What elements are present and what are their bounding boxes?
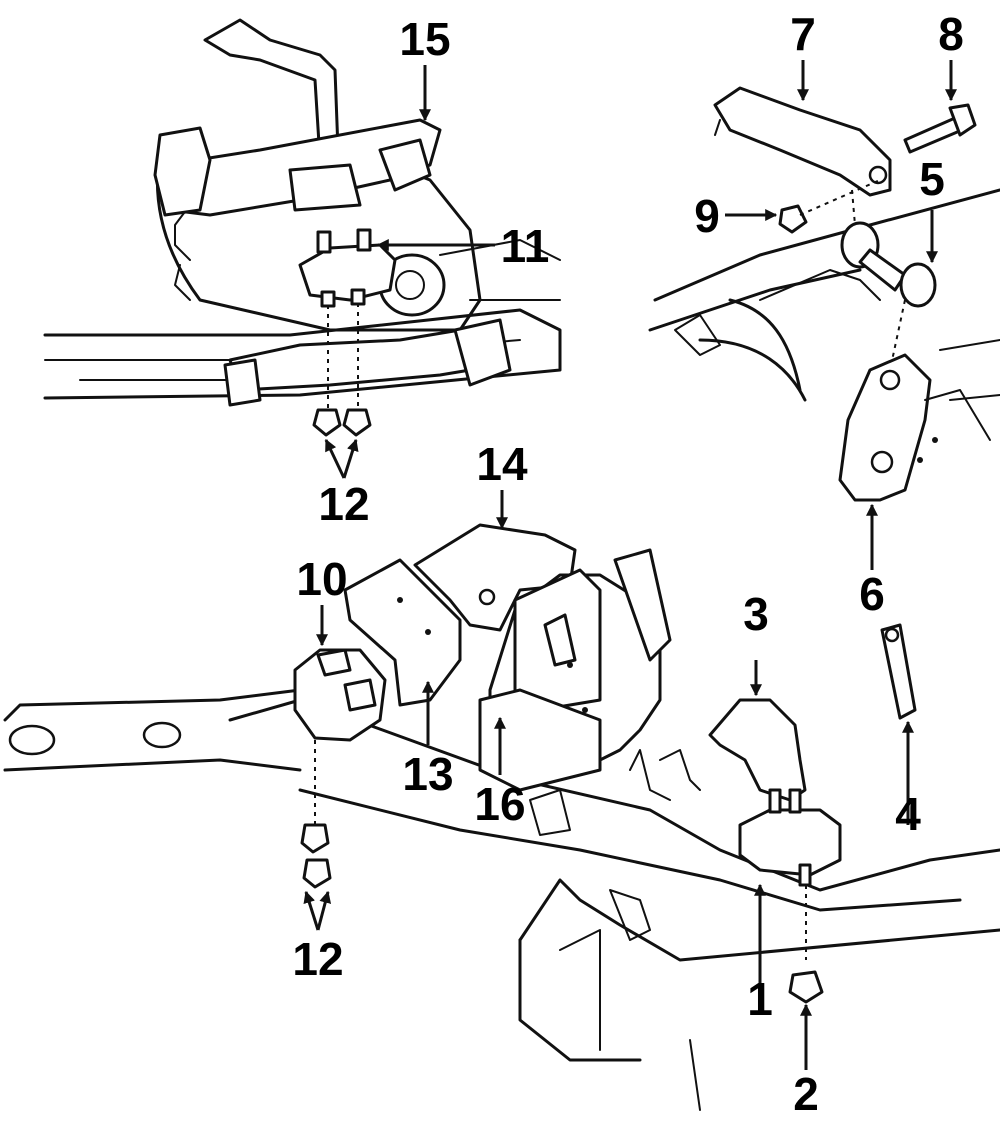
callout-15: 15 xyxy=(399,13,450,65)
callout-12-top: 12 xyxy=(318,478,369,530)
callout-5: 5 xyxy=(919,153,945,205)
callout-labels: 1 2 3 4 5 6 7 8 9 10 11 12 12 13 14 15 1… xyxy=(292,8,963,1120)
callout-13: 13 xyxy=(402,748,453,800)
callout-12-bottom: 12 xyxy=(292,933,343,985)
leader-12a-left xyxy=(324,438,346,479)
torque-strut-illustration xyxy=(648,86,1000,502)
callout-10: 10 xyxy=(296,553,347,605)
callout-8: 8 xyxy=(938,8,964,60)
transmission-crossmember-illustration xyxy=(43,18,562,437)
callout-6: 6 xyxy=(859,568,885,620)
callout-2: 2 xyxy=(793,1068,819,1120)
leader-12b-right xyxy=(316,890,332,931)
callout-7: 7 xyxy=(790,8,816,60)
callout-16: 16 xyxy=(474,778,525,830)
leader-lines xyxy=(303,60,957,1070)
callout-9: 9 xyxy=(694,190,720,242)
engine-frame-illustration xyxy=(3,523,1000,1111)
leader-12b-left xyxy=(303,890,320,931)
leader-12a-right xyxy=(342,438,359,479)
callout-11: 11 xyxy=(501,220,550,272)
callout-4: 4 xyxy=(895,788,921,840)
callout-1: 1 xyxy=(747,973,773,1025)
callout-14: 14 xyxy=(476,438,528,490)
callout-3: 3 xyxy=(743,588,769,640)
